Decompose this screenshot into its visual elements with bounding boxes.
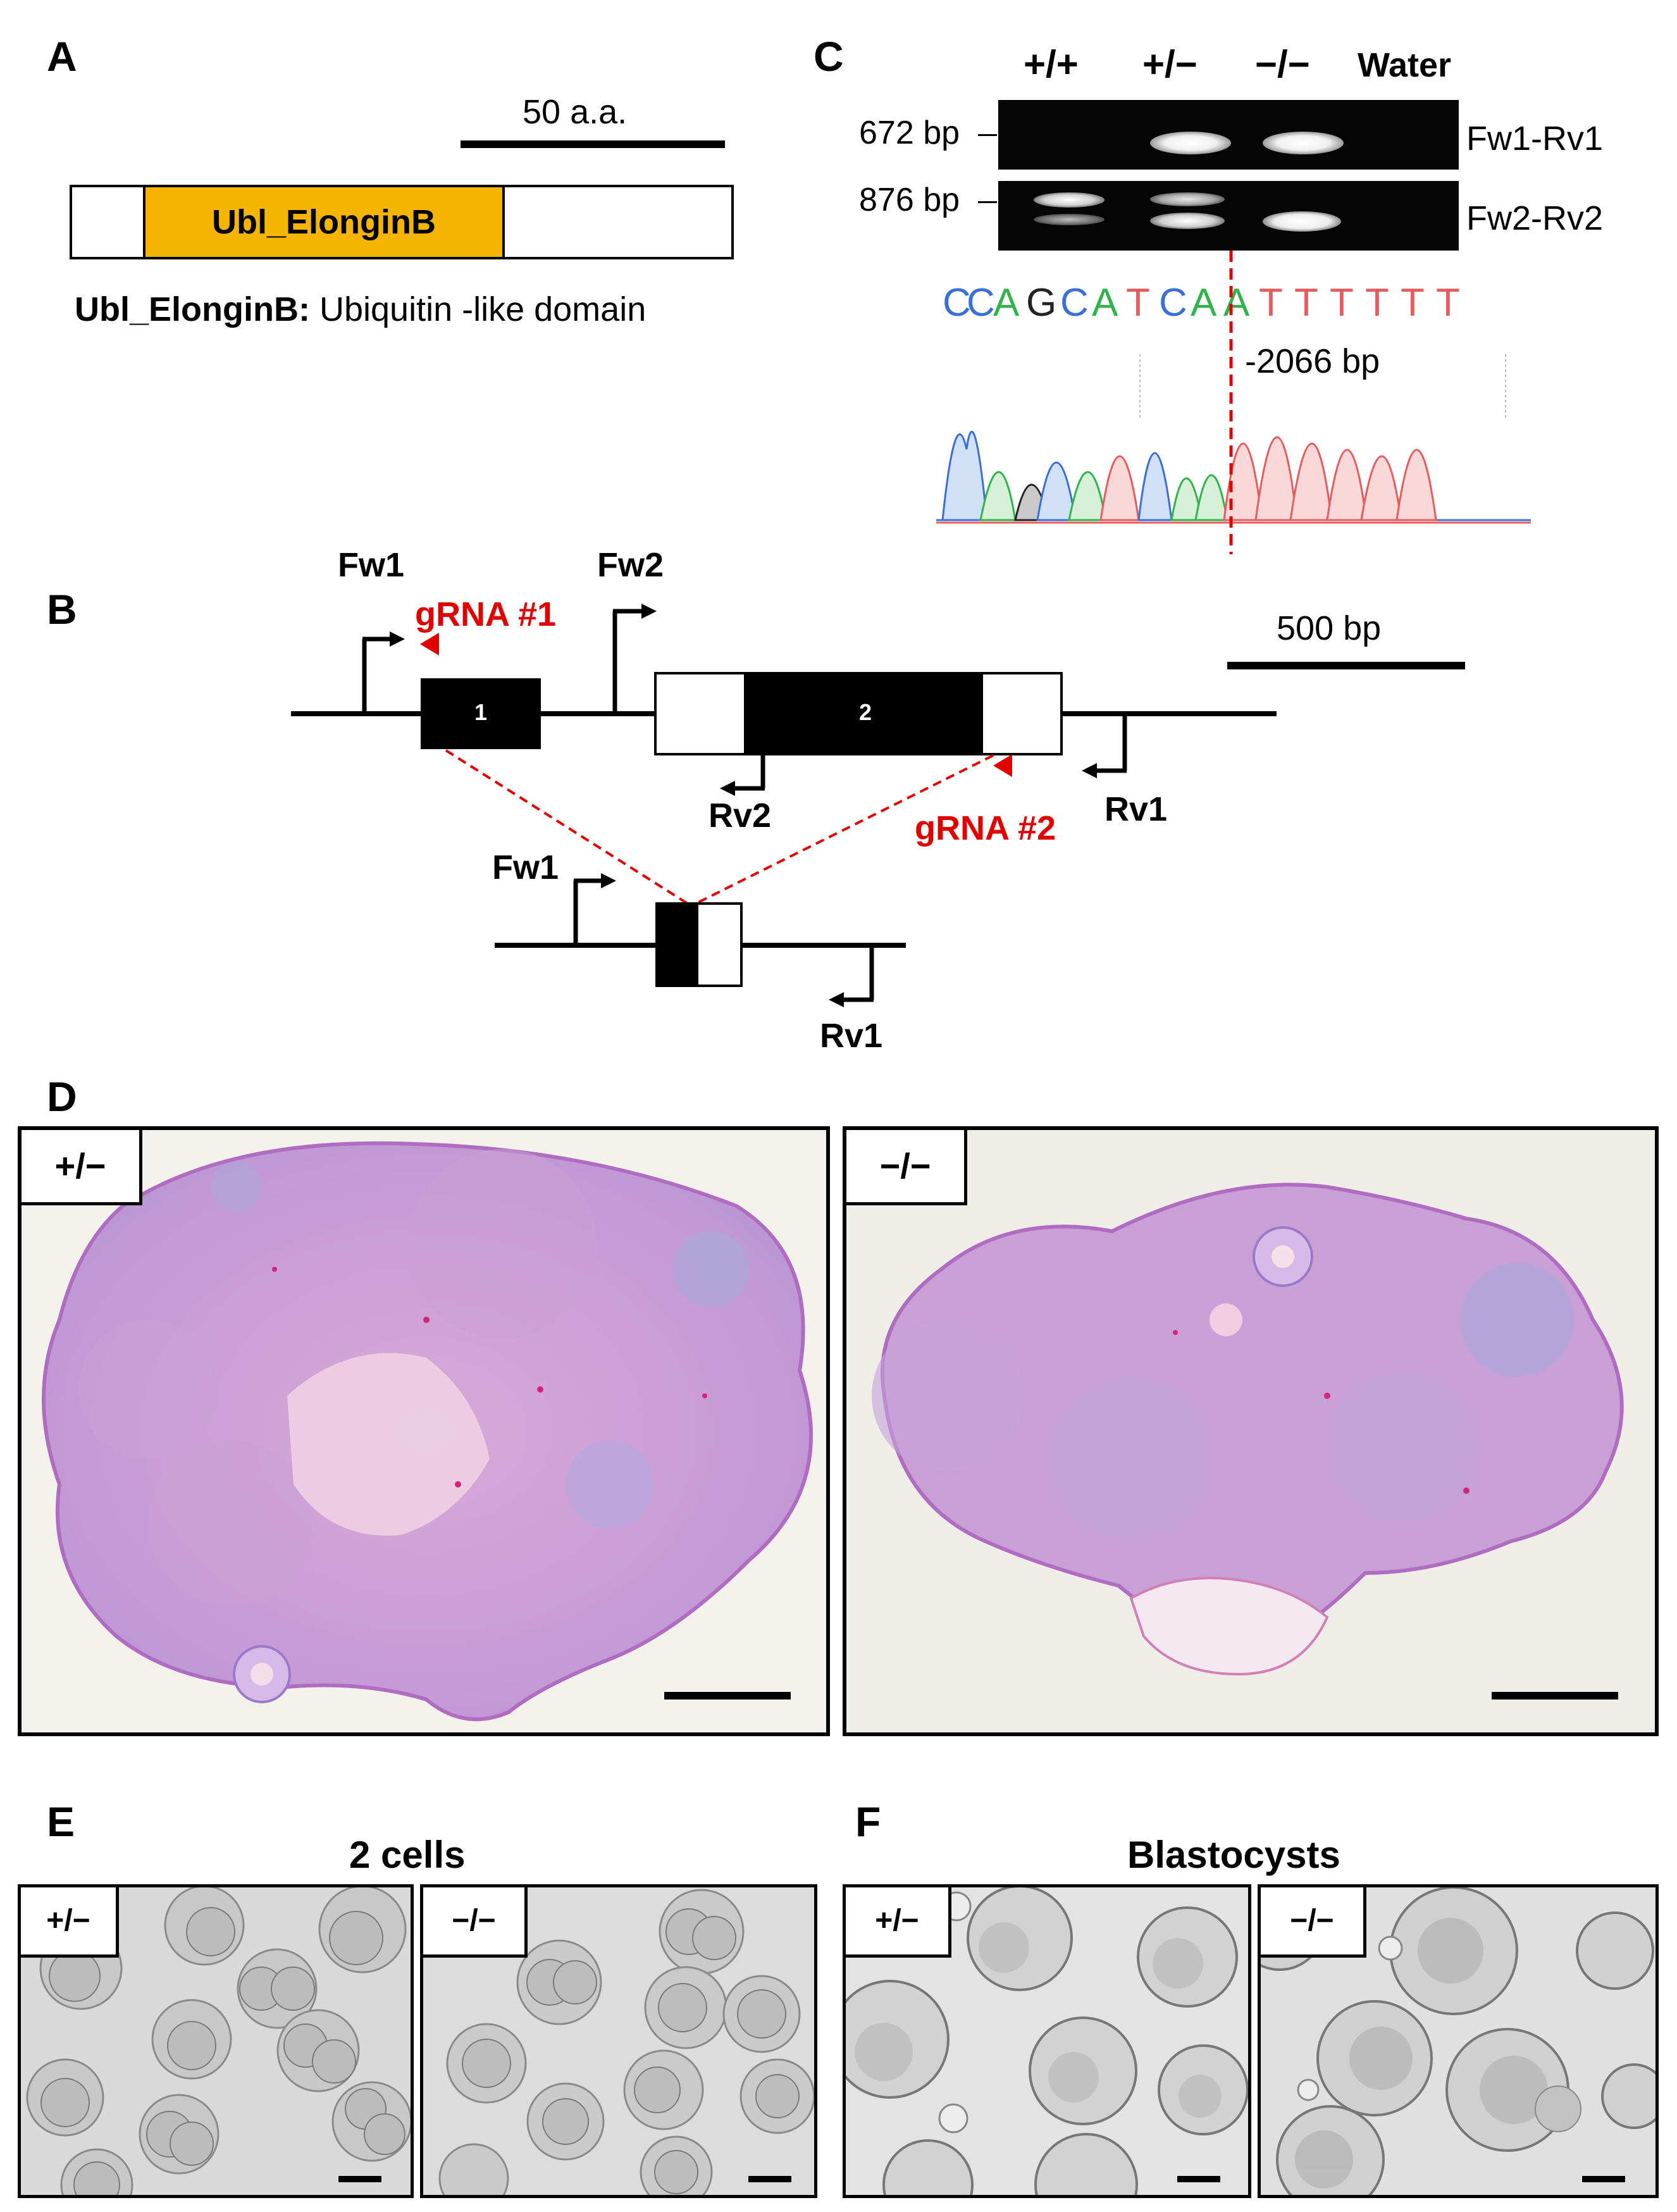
panel-label-c: C: [814, 33, 844, 80]
ovary-section-ko: −/−: [843, 1126, 1659, 1736]
primer-label-rv1: Rv1: [1105, 790, 1168, 828]
genotype-badge: −/−: [1261, 1887, 1366, 1958]
base-letter: T: [1401, 281, 1425, 325]
gel-band: [1034, 214, 1105, 225]
band-tick: [978, 134, 997, 136]
genotype-badge: −/−: [846, 1130, 967, 1205]
gene-structure-diagram: [291, 604, 1277, 1007]
base-letter: T: [1259, 281, 1283, 325]
base-letter: T: [1126, 281, 1150, 325]
panel-label-e: E: [47, 1798, 75, 1845]
panel-e-title: 2 cells: [349, 1834, 466, 1876]
two-cell-embryos-ko: −/−: [420, 1884, 817, 2198]
scale-bar: [1582, 2176, 1625, 2182]
gel-image-fw1-rv1: [998, 100, 1459, 170]
blastocysts-het-image: [846, 1887, 1248, 2195]
genotype-badge: +/−: [21, 1887, 119, 1958]
lane-label-water: Water: [1358, 46, 1452, 84]
base-letter: A: [1191, 281, 1217, 325]
genotype-badge: −/−: [423, 1887, 528, 1958]
ubl-elonginb-domain: Ubl_ElonginB: [143, 185, 505, 259]
base-letter: C: [1060, 281, 1089, 325]
base-letter: A: [993, 281, 1020, 325]
exon-2-label: 2: [859, 699, 872, 725]
gel-band: [1150, 192, 1225, 206]
ovary-tissue-ko: [872, 1183, 1624, 1676]
lane-label-het: +/−: [1142, 43, 1197, 85]
gel-image-fw2-rv2: [998, 181, 1459, 251]
panel-a-scale-bar: [461, 140, 725, 148]
panel-b-scale-label: 500 bp: [1277, 609, 1382, 647]
base-letter: T: [1330, 281, 1354, 325]
chromatogram: [936, 354, 1531, 524]
gel-band: [1263, 211, 1341, 232]
grna2-label: gRNA #2: [915, 809, 1056, 847]
base-letter: G: [1026, 281, 1057, 325]
panel-label-a: A: [47, 33, 77, 80]
exon-1-label: 1: [474, 699, 488, 725]
ovary-tissue-het: [42, 1141, 813, 1722]
domain-legend-term: Ubl_ElonginB:: [75, 290, 310, 328]
lane-label-wt: +/+: [1024, 43, 1079, 85]
base-letter: A: [1223, 281, 1250, 325]
ovary-section-het: +/−: [18, 1126, 830, 1736]
primer-label-rv2: Rv2: [709, 797, 772, 835]
deletion-junction-line: [1229, 251, 1233, 554]
primer-label-fw1: Fw1: [338, 546, 405, 584]
sequence-letters: C C A G C A T C A A T T T T T T: [943, 283, 1525, 328]
scale-bar: [338, 2176, 381, 2182]
panel-label-f: F: [855, 1798, 881, 1845]
base-letter: C: [943, 281, 971, 325]
gel-band: [1263, 132, 1344, 154]
panel-label-d: D: [47, 1073, 77, 1120]
base-letter: C: [967, 281, 995, 325]
deletion-size-label: -2066 bp: [1245, 342, 1380, 380]
primer-pair-fw1-rv1: Fw1-Rv1: [1466, 120, 1604, 158]
band-size-876: 876 bp: [859, 182, 960, 218]
base-letter: T: [1294, 281, 1318, 325]
base-letter: C: [1159, 281, 1187, 325]
panel-label-b: B: [47, 586, 77, 633]
blastocysts-het: +/−: [843, 1884, 1251, 2198]
grna1-label: gRNA #1: [415, 595, 557, 633]
domain-name-label: Ubl_ElonginB: [212, 203, 436, 241]
scale-bar: [664, 1692, 791, 1699]
scale-bar: [1492, 1692, 1618, 1699]
genotype-badge: +/−: [22, 1130, 142, 1205]
gel-band: [1034, 192, 1105, 208]
gel-band: [1150, 213, 1225, 229]
panel-b-scale-bar: [1227, 662, 1465, 669]
genotype-badge: +/−: [846, 1887, 951, 1958]
gel-band: [1150, 132, 1231, 154]
domain-legend-desc: Ubiquitin -like domain: [319, 290, 647, 328]
base-letter: A: [1092, 281, 1118, 325]
scale-bar: [1177, 2176, 1220, 2182]
domain-legend: Ubl_ElonginB: Ubiquitin -like domain: [75, 292, 646, 326]
scale-bar: [748, 2176, 791, 2182]
deleted-allele-fw1: Fw1: [492, 848, 559, 886]
primer-pair-fw2-rv2: Fw2-Rv2: [1466, 199, 1604, 237]
two-cell-embryos-het-image: [26, 1887, 411, 2195]
panel-f-title: Blastocysts: [1127, 1834, 1340, 1876]
band-size-672: 672 bp: [859, 115, 960, 151]
panel-a-scale-label: 50 a.a.: [523, 93, 628, 131]
primer-label-fw2: Fw2: [597, 546, 664, 584]
base-letter: T: [1365, 281, 1389, 325]
blastocysts-ko: −/−: [1258, 1884, 1659, 2198]
two-cell-embryos-het: +/−: [18, 1884, 414, 2198]
band-tick: [978, 201, 997, 203]
two-cell-embryos-ko-image: [438, 1889, 814, 2195]
lane-label-ko: −/−: [1255, 43, 1310, 85]
base-letter: T: [1436, 281, 1460, 325]
deleted-allele-rv1: Rv1: [820, 1017, 883, 1055]
